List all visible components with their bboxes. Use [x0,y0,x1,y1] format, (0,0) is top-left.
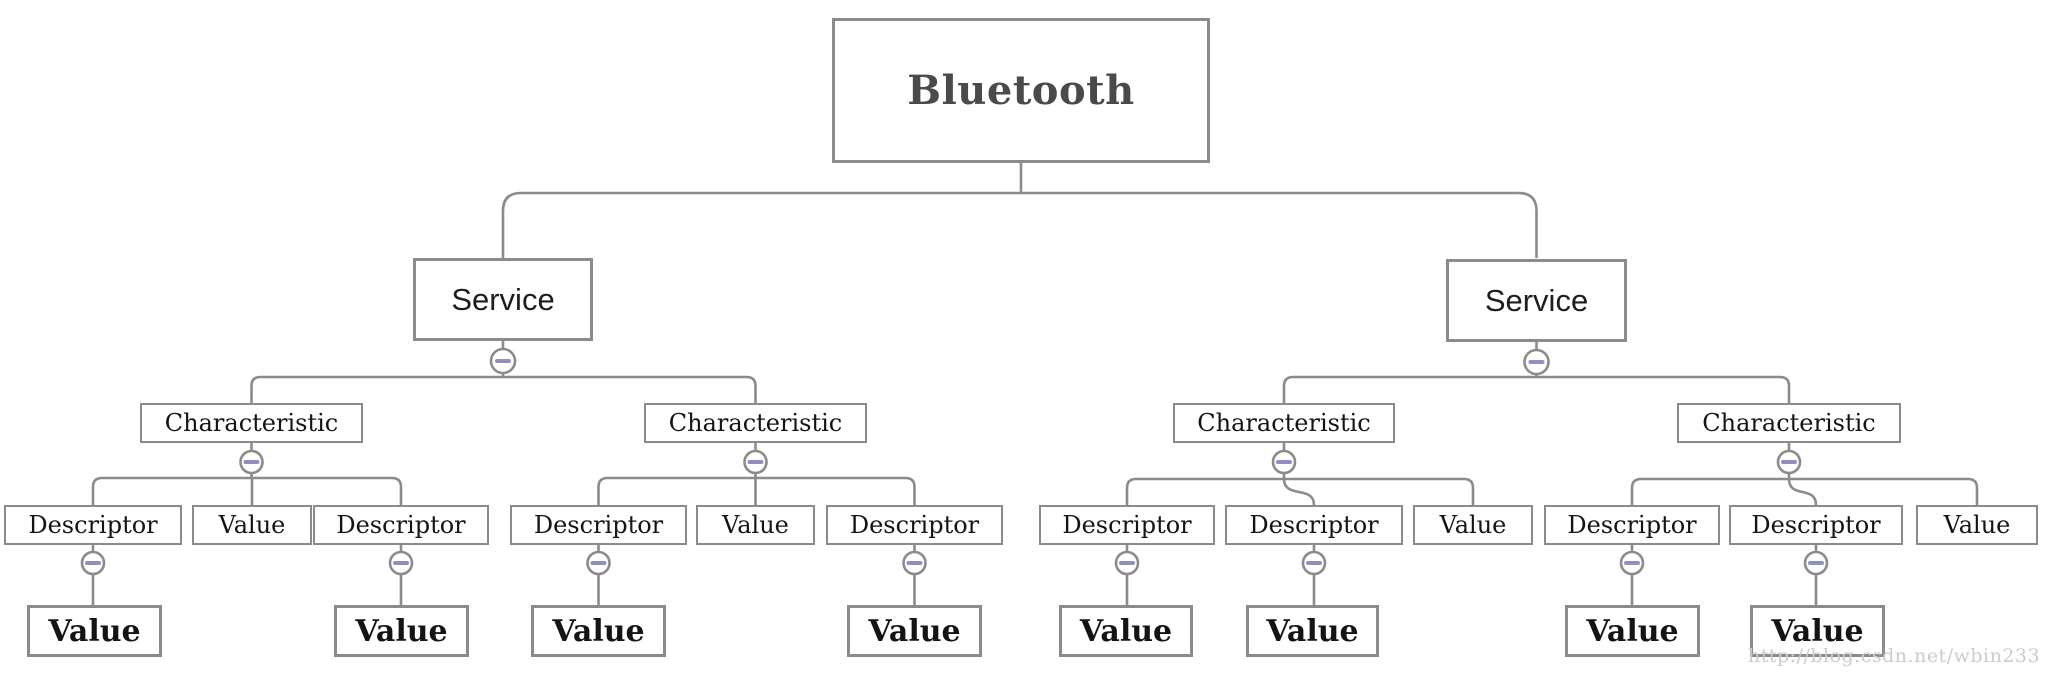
collapse-toggle[interactable] [388,550,414,576]
node-label: Value [1771,613,1864,649]
node-label: Value [722,511,789,539]
node-value[interactable]: Value [27,605,162,657]
node-descriptor[interactable]: Descriptor [1544,505,1720,545]
node-label: Service [1484,282,1589,318]
node-value[interactable]: Value [696,505,815,545]
node-label: Value [1079,613,1173,649]
connector [1787,478,1818,506]
node-label: Value [1266,613,1359,649]
node-value[interactable]: Value [531,605,666,657]
collapse-toggle[interactable] [80,550,106,576]
collapse-toggle[interactable] [1619,550,1645,576]
node-characteristic[interactable]: Characteristic [140,403,363,443]
connector [1630,477,1979,505]
node-descriptor[interactable]: Descriptor [510,505,687,545]
node-descriptor[interactable]: Descriptor [4,505,182,545]
node-label: Service [451,281,555,317]
connector [1282,375,1791,403]
node-descriptor[interactable]: Descriptor [1225,505,1403,545]
node-value[interactable]: Value [1916,505,2038,545]
node-value[interactable]: Value [847,605,982,657]
collapse-toggle[interactable] [1776,449,1802,475]
node-value[interactable]: Value [192,505,312,545]
connector [1125,477,1475,505]
node-label: Descriptor [28,511,158,539]
node-label: Characteristic [668,409,843,437]
node-descriptor[interactable]: Descriptor [1729,505,1903,545]
node-label: Value [1439,511,1507,539]
node-label: Value [355,613,448,649]
node-label: Descriptor [849,511,980,539]
node-label: Descriptor [1062,511,1192,539]
watermark-text: http://blog.csdn.net/wbin233 [1748,645,2041,667]
collapse-toggle[interactable] [1114,550,1140,576]
node-label: Descriptor [1249,511,1379,539]
node-label: Value [1943,511,2011,539]
connector [501,191,1538,258]
node-label: Value [48,613,141,649]
connector [250,375,757,403]
collapse-toggle[interactable] [902,550,927,576]
connector [1282,478,1316,506]
collapse-toggle[interactable] [743,449,768,475]
node-label: Characteristic [164,409,339,437]
node-label: Descriptor [533,511,664,539]
node-value[interactable]: Value [1246,605,1379,657]
node-descriptor[interactable]: Descriptor [1039,505,1215,545]
connector [91,476,403,505]
node-label: Value [218,511,286,539]
node-descriptor[interactable]: Descriptor [826,505,1003,545]
collapse-toggle[interactable] [1523,348,1550,376]
node-value[interactable]: Value [334,605,469,657]
node-label: Value [1586,613,1679,649]
node-label: Value [552,613,645,649]
node-characteristic[interactable]: Characteristic [1677,403,1901,443]
collapse-toggle[interactable] [1271,449,1297,475]
node-bluetooth[interactable]: Bluetooth [832,18,1210,163]
collapse-toggle[interactable] [489,347,517,375]
node-value[interactable]: Value [1413,505,1533,545]
node-label: Descriptor [336,511,466,539]
node-label: Value [868,613,961,649]
node-descriptor[interactable]: Descriptor [313,505,489,545]
collapse-toggle[interactable] [239,449,264,475]
collapse-toggle[interactable] [1803,550,1829,576]
node-value[interactable]: Value [1059,605,1193,657]
node-characteristic[interactable]: Characteristic [1173,403,1395,443]
node-label: Characteristic [1702,409,1876,437]
node-value[interactable]: Value [1750,605,1885,657]
collapse-toggle[interactable] [586,550,611,576]
collapse-toggle[interactable] [1301,550,1327,576]
node-characteristic[interactable]: Characteristic [644,403,867,443]
node-label: Bluetooth [907,67,1135,114]
node-service[interactable]: Service [1446,259,1627,342]
node-value[interactable]: Value [1565,605,1700,657]
node-service[interactable]: Service [413,258,593,341]
node-label: Descriptor [1751,511,1881,539]
node-label: Descriptor [1567,511,1697,539]
node-label: Characteristic [1197,409,1371,437]
